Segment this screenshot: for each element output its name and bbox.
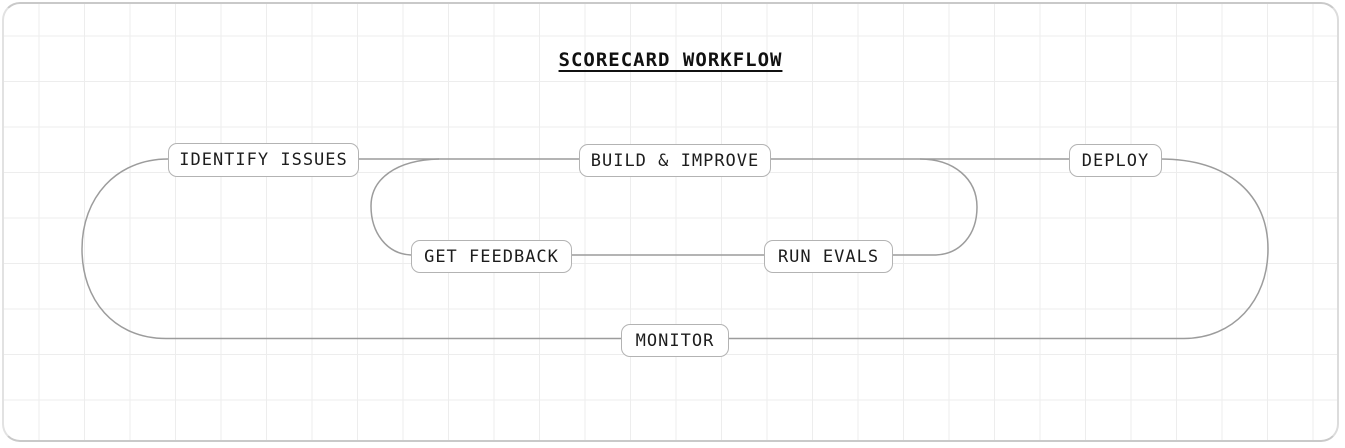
node-deploy[interactable]: DEPLOY	[1069, 144, 1162, 177]
diagram-title: SCORECARD WORKFLOW	[558, 49, 783, 71]
node-monitor-label: MONITOR	[635, 330, 715, 351]
node-identify-issues-label: IDENTIFY ISSUES	[179, 150, 348, 170]
node-run-evals[interactable]: RUN EVALS	[764, 240, 893, 273]
node-deploy-label: DEPLOY	[1081, 150, 1150, 171]
whiteboard-canvas[interactable]: SCORECARD WORKFLOW IDENTIFY ISSUES BUILD…	[2, 2, 1339, 442]
node-identify-issues[interactable]: IDENTIFY ISSUES	[168, 143, 359, 177]
node-get-feedback-label: GET FEEDBACK	[424, 246, 559, 267]
node-monitor[interactable]: MONITOR	[621, 324, 729, 357]
edge-build-to-runevals-loop	[891, 158, 978, 256]
node-build-improve-label: BUILD & IMPROVE	[590, 150, 760, 171]
node-run-evals-label: RUN EVALS	[777, 246, 880, 267]
node-build-improve[interactable]: BUILD & IMPROVE	[579, 144, 771, 177]
node-get-feedback[interactable]: GET FEEDBACK	[411, 240, 572, 273]
